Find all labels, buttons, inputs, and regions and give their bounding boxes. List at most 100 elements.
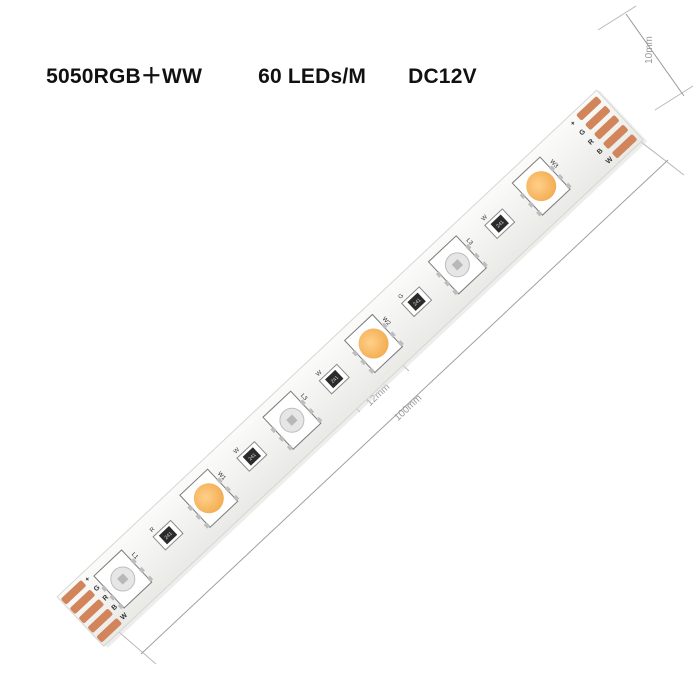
resistor-label: W bbox=[481, 214, 489, 222]
resistor-code: 241 bbox=[164, 531, 174, 541]
led-leg bbox=[270, 426, 277, 434]
resistor-label: R bbox=[149, 526, 157, 534]
led-leg bbox=[286, 444, 294, 451]
led-leg bbox=[101, 585, 108, 592]
led-lens bbox=[358, 328, 389, 359]
led-leg bbox=[224, 486, 232, 493]
solder-pad bbox=[603, 125, 628, 149]
led-lens bbox=[193, 483, 224, 514]
led-leg bbox=[481, 261, 488, 268]
resistor-code: 241 bbox=[412, 297, 422, 307]
led-label: W3 bbox=[548, 159, 559, 170]
led-leg bbox=[360, 358, 367, 366]
pad-label: W bbox=[120, 612, 130, 622]
extension-line bbox=[597, 5, 637, 31]
led-leg bbox=[187, 504, 194, 512]
rgb-led: L3 bbox=[427, 235, 488, 296]
led-leg bbox=[216, 477, 223, 484]
led-leg bbox=[117, 603, 125, 610]
led-leg bbox=[527, 201, 535, 208]
resistor-label: W bbox=[233, 447, 241, 455]
smd-resistor: 241 G bbox=[398, 286, 433, 318]
solder-pad bbox=[594, 115, 619, 139]
pad-label: R bbox=[587, 138, 595, 147]
solder-pad bbox=[576, 96, 602, 121]
pad-label: G bbox=[578, 128, 587, 137]
smd-resistor: 241 W bbox=[315, 363, 350, 395]
led-leg bbox=[548, 165, 556, 172]
resistor-body bbox=[407, 292, 426, 311]
led-leg bbox=[444, 280, 451, 287]
rgb-led: L3 bbox=[262, 390, 323, 451]
led-label: W2 bbox=[381, 316, 392, 327]
led-die bbox=[117, 573, 129, 585]
resistor-code: 241 bbox=[495, 219, 505, 229]
pad-label: B bbox=[596, 148, 604, 157]
pad-label: G bbox=[93, 584, 102, 593]
led-leg bbox=[299, 399, 306, 406]
pad-label: R bbox=[102, 594, 110, 603]
solder-pad bbox=[612, 134, 637, 158]
led-type-label: 5050RGB＋WW bbox=[46, 65, 203, 88]
resistor-label: W bbox=[315, 369, 323, 377]
led-leg bbox=[368, 367, 375, 374]
density-label: 60 LEDs/M bbox=[258, 65, 367, 88]
led-die bbox=[451, 259, 464, 271]
pad-label: + bbox=[569, 120, 577, 128]
led-leg bbox=[435, 271, 443, 278]
warm-white-led: W1 bbox=[179, 468, 240, 529]
led-label: L3 bbox=[299, 393, 308, 402]
resistor-code: 241 bbox=[330, 375, 340, 385]
resistor-label: G bbox=[398, 293, 406, 301]
led-leg bbox=[565, 182, 572, 190]
led-leg bbox=[465, 243, 472, 251]
smd-resistor: 241 W bbox=[233, 440, 268, 472]
led-die bbox=[286, 414, 298, 426]
led-leg bbox=[146, 575, 154, 583]
led-leg bbox=[315, 416, 323, 424]
led-leg bbox=[232, 494, 240, 502]
dimension-line bbox=[140, 159, 669, 655]
product-spec-title: 5050RGB＋WW 60 LEDs/M DC12V bbox=[34, 36, 477, 90]
led-leg bbox=[473, 252, 480, 260]
led-leg bbox=[203, 522, 211, 529]
solder-pad bbox=[88, 609, 113, 633]
warm-white-led: W2 bbox=[343, 313, 404, 374]
led-label: L1 bbox=[130, 552, 139, 561]
smd-resistor: 241 W bbox=[481, 208, 516, 240]
resistor-body bbox=[242, 447, 262, 466]
width-dimension: 10mm bbox=[597, 5, 694, 111]
width-dimension-label: 10mm bbox=[644, 36, 655, 64]
pad-label: W bbox=[605, 156, 615, 166]
led-leg bbox=[195, 513, 202, 520]
led-lens bbox=[526, 171, 557, 202]
resistor-code: 241 bbox=[247, 452, 257, 462]
solder-pad bbox=[97, 618, 122, 642]
led-leg bbox=[138, 566, 145, 574]
pad-label: B bbox=[111, 603, 119, 612]
led-leg bbox=[381, 322, 388, 330]
voltage-label: DC12V bbox=[408, 65, 477, 88]
led-leg bbox=[519, 192, 527, 199]
led-strip: + G R B W + G R B W L1W1L3W2L3W3241R241W… bbox=[56, 89, 648, 648]
led-leg bbox=[452, 288, 459, 296]
solder-pad bbox=[61, 580, 86, 605]
led-leg bbox=[397, 340, 404, 347]
solder-pad bbox=[79, 599, 104, 623]
led-label: W1 bbox=[216, 471, 227, 482]
pad-label: + bbox=[84, 576, 92, 584]
led-leg bbox=[389, 331, 396, 338]
resistor-body bbox=[325, 369, 344, 389]
led-leg bbox=[278, 435, 285, 442]
right-solder-pads: + G R B W bbox=[569, 96, 637, 166]
dimension-line bbox=[625, 13, 685, 97]
led-leg bbox=[536, 210, 543, 217]
resistor-body bbox=[158, 526, 178, 545]
rgb-led: L1 bbox=[93, 549, 154, 610]
led-label: L3 bbox=[464, 238, 473, 247]
resistor-body bbox=[490, 214, 509, 233]
led-leg bbox=[352, 350, 359, 357]
led-leg bbox=[130, 558, 137, 565]
